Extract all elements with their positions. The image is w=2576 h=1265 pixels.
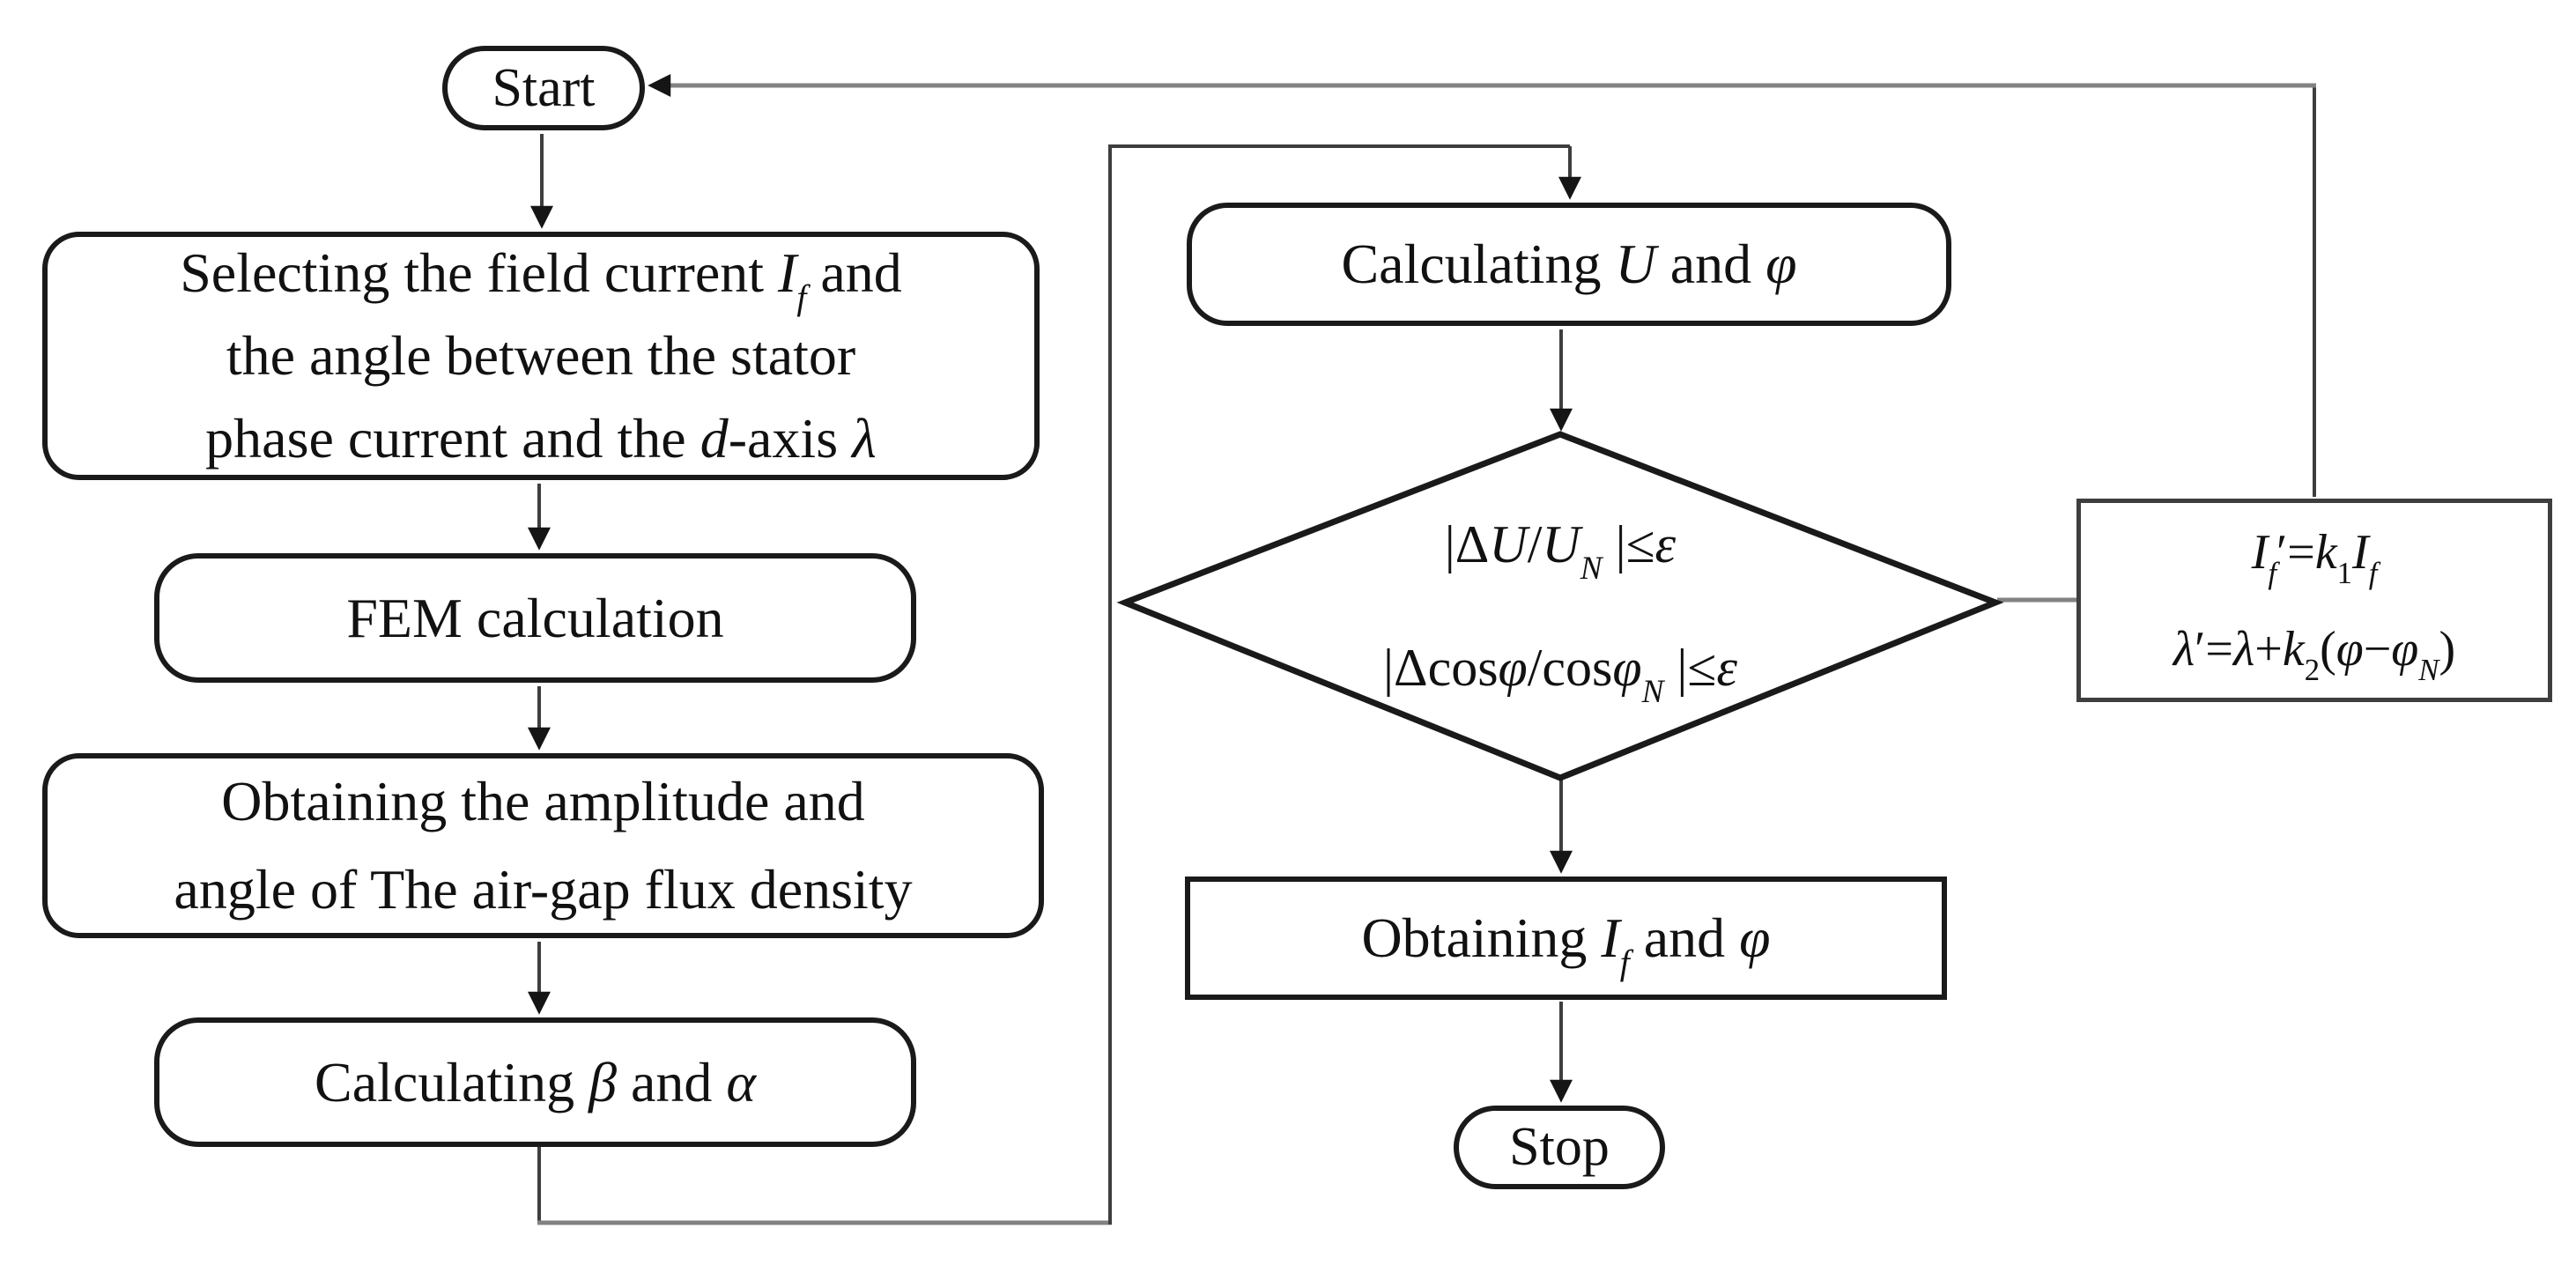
decision-diamond-shape (1116, 431, 2004, 781)
node-obtaining-if-phi: Obtaining If and φ (1185, 877, 1947, 1000)
node-fem-calculation: FEM calculation (154, 553, 916, 683)
node-decision-tolerance-check: |ΔU/UN |≤ε|Δcosφ/cosφN |≤ε (1382, 515, 1738, 710)
node-start: Start (442, 46, 645, 130)
node-calculating-u-phi: Calculating U and φ (1187, 203, 1951, 326)
node-calculating-beta-alpha: Calculating β and α (154, 1017, 916, 1147)
node-stop: Stop (1454, 1106, 1665, 1189)
